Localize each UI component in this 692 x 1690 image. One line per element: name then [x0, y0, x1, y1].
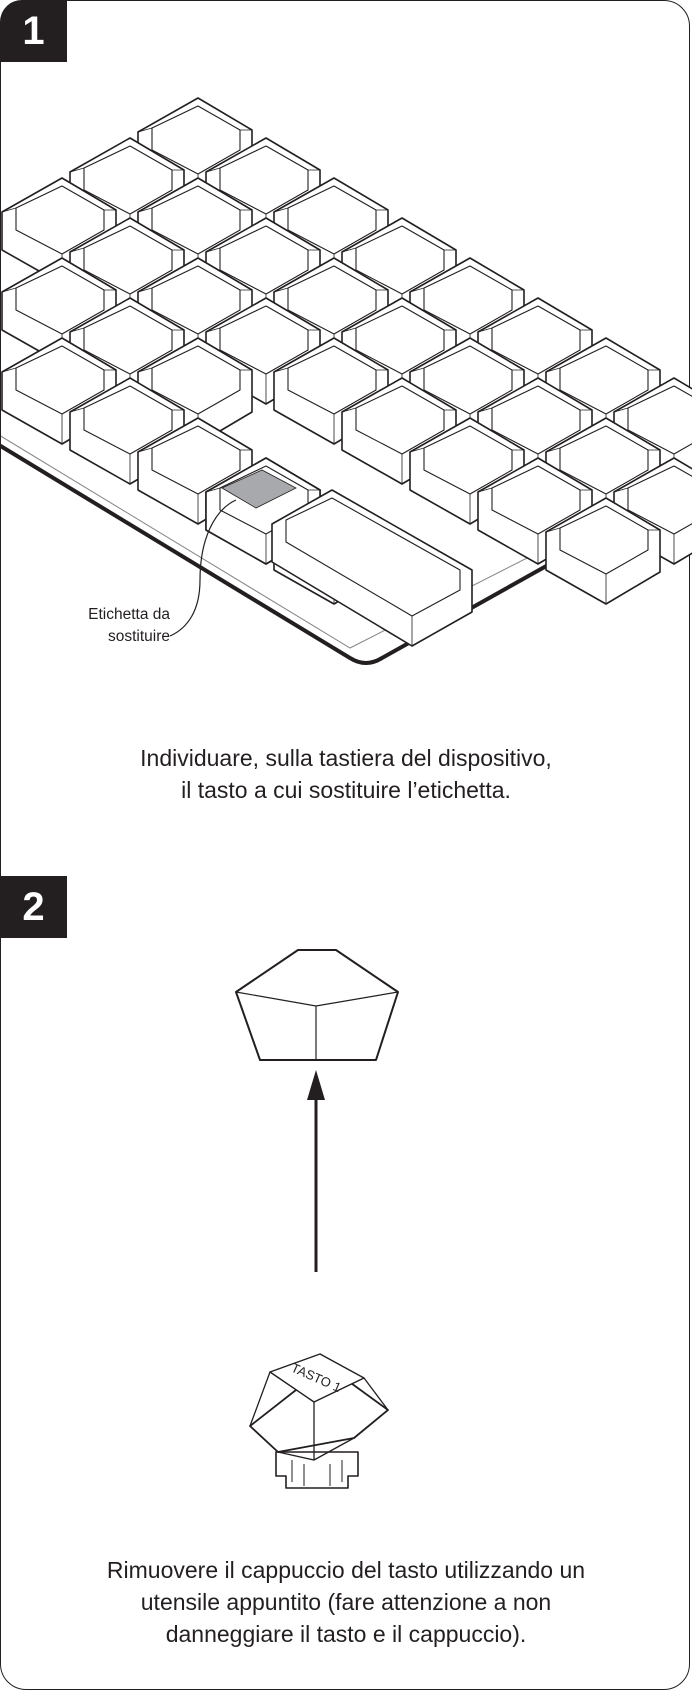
step-1-badge: 1 — [0, 0, 67, 62]
up-arrow-icon — [307, 1070, 325, 1272]
step-2-caption-line-3: danneggiare il tasto e il cappuccio). — [165, 1621, 527, 1647]
step-1-caption-line-1: Individuare, sulla tastiera del disposit… — [140, 745, 552, 771]
highlighted-key — [205, 457, 321, 565]
step-1-caption-line-2: il tasto a cui sostituire l’etichetta. — [181, 777, 511, 803]
keycap-removal-illustration: TASTO 1 — [235, 949, 399, 1489]
step-2-caption: Rimuovere il cappuccio del tasto utilizz… — [0, 1554, 692, 1650]
callout-leader-line — [169, 499, 237, 637]
step-2-caption-line-1: Rimuovere il cappuccio del tasto utilizz… — [106, 1557, 586, 1583]
label-callout: Etichetta da sostituire — [54, 604, 170, 648]
callout-line-2: sostituire — [107, 628, 170, 645]
step-2-caption-line-2: utensile appuntito (fare attenzione a no… — [140, 1589, 552, 1615]
callout-line-1: Etichetta da — [88, 606, 170, 623]
step-2-badge: 2 — [0, 876, 67, 938]
key-switch: TASTO 1 — [249, 1353, 389, 1489]
keyboard-illustration — [0, 97, 692, 665]
step-1-caption: Individuare, sulla tastiera del disposit… — [0, 742, 692, 806]
removed-keycap — [235, 949, 399, 1061]
wide-key — [271, 489, 473, 647]
